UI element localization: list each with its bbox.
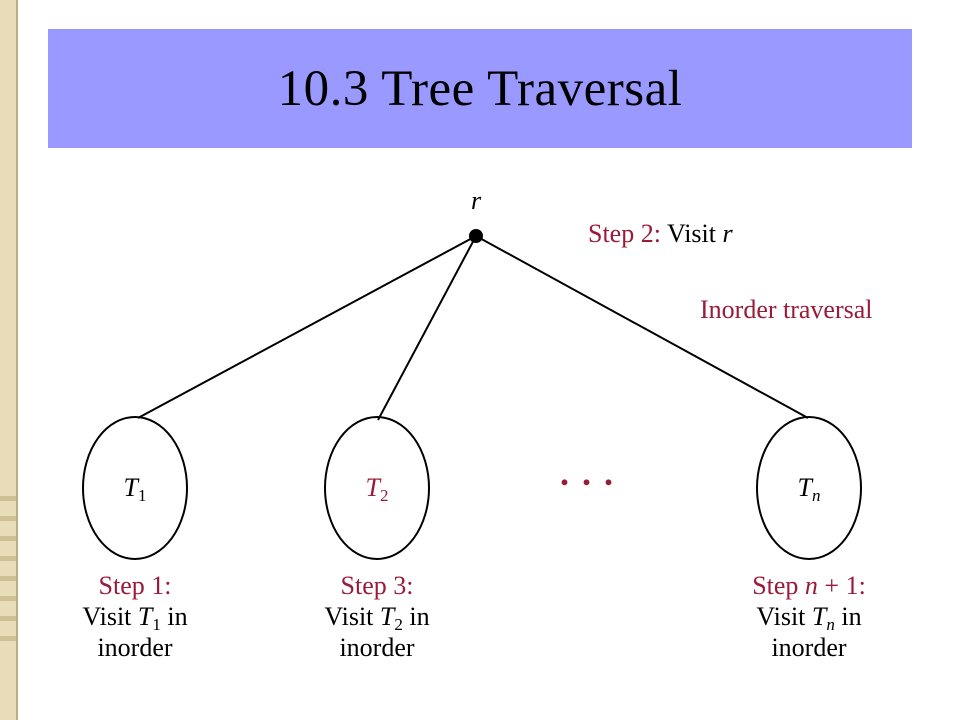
visit-sub: 2 bbox=[394, 615, 403, 634]
left-edge-line bbox=[16, 0, 18, 720]
visit-word: Visit bbox=[82, 602, 132, 631]
step2-label: Step 2: Visit r bbox=[588, 218, 733, 249]
step3-order: inorder bbox=[339, 633, 415, 662]
visit-var: T bbox=[811, 602, 827, 631]
edge-band bbox=[0, 636, 16, 641]
heading-pre: Step bbox=[752, 571, 799, 600]
node-label-t2: T2 bbox=[337, 472, 417, 505]
root-node bbox=[469, 229, 483, 243]
title-bar: 10.3 Tree Traversal bbox=[48, 29, 912, 148]
step2-text: Visit bbox=[666, 219, 716, 248]
stepn-heading: Step n + 1: bbox=[704, 570, 914, 601]
stepn-caption: Step n + 1: Visit Tn in inorder bbox=[704, 570, 914, 663]
node-var: T bbox=[797, 473, 812, 502]
visit-sub: n bbox=[826, 615, 835, 634]
visit-var: T bbox=[379, 602, 395, 631]
subtree-tn bbox=[756, 416, 862, 560]
step1-visit-line: Visit T1 in bbox=[40, 601, 230, 634]
edge-band bbox=[0, 596, 16, 601]
node-var: T bbox=[123, 473, 138, 502]
edge-band bbox=[0, 616, 16, 621]
edge-band bbox=[0, 536, 16, 541]
edge-root-t1 bbox=[137, 235, 477, 419]
step2-var: r bbox=[722, 219, 733, 248]
step3-heading: Step 3: bbox=[340, 571, 414, 600]
root-label: r bbox=[470, 186, 482, 215]
step3-caption: Step 3: Visit T2 in inorder bbox=[282, 570, 472, 663]
node-label-t1: T1 bbox=[95, 472, 175, 505]
edge-root-t2 bbox=[377, 235, 477, 421]
edge-root-tn bbox=[475, 235, 809, 419]
in-word: in bbox=[167, 602, 188, 631]
step1-caption: Step 1: Visit T1 in inorder bbox=[40, 570, 230, 663]
node-sub: 1 bbox=[137, 486, 147, 505]
edge-band bbox=[0, 576, 16, 581]
heading-post: + 1: bbox=[824, 571, 866, 600]
visit-sub: 1 bbox=[152, 615, 161, 634]
subtree-t1 bbox=[82, 416, 188, 560]
node-var: T bbox=[365, 473, 380, 502]
in-word: in bbox=[409, 602, 430, 631]
visit-word: Visit bbox=[756, 602, 806, 631]
visit-var: T bbox=[137, 602, 153, 631]
subtree-t2 bbox=[324, 416, 430, 560]
edge-band bbox=[0, 556, 16, 561]
stepn-visit-line: Visit Tn in bbox=[704, 601, 914, 634]
node-label-tn: Tn bbox=[769, 472, 849, 505]
step1-order: inorder bbox=[97, 633, 173, 662]
ellipsis: . . . bbox=[560, 453, 615, 493]
edge-band bbox=[0, 496, 16, 501]
in-word: in bbox=[841, 602, 862, 631]
step3-visit-line: Visit T2 in bbox=[282, 601, 472, 634]
step2-heading: Step 2: bbox=[588, 219, 661, 248]
stepn-order: inorder bbox=[771, 633, 847, 662]
edge-band bbox=[0, 516, 16, 521]
node-sub: 2 bbox=[379, 486, 389, 505]
traversal-label: Inorder traversal bbox=[700, 295, 873, 324]
heading-var: n bbox=[804, 571, 818, 600]
step1-heading: Step 1: bbox=[98, 571, 172, 600]
slide-title: 10.3 Tree Traversal bbox=[277, 60, 683, 117]
node-sub: n bbox=[811, 486, 821, 505]
visit-word: Visit bbox=[324, 602, 374, 631]
